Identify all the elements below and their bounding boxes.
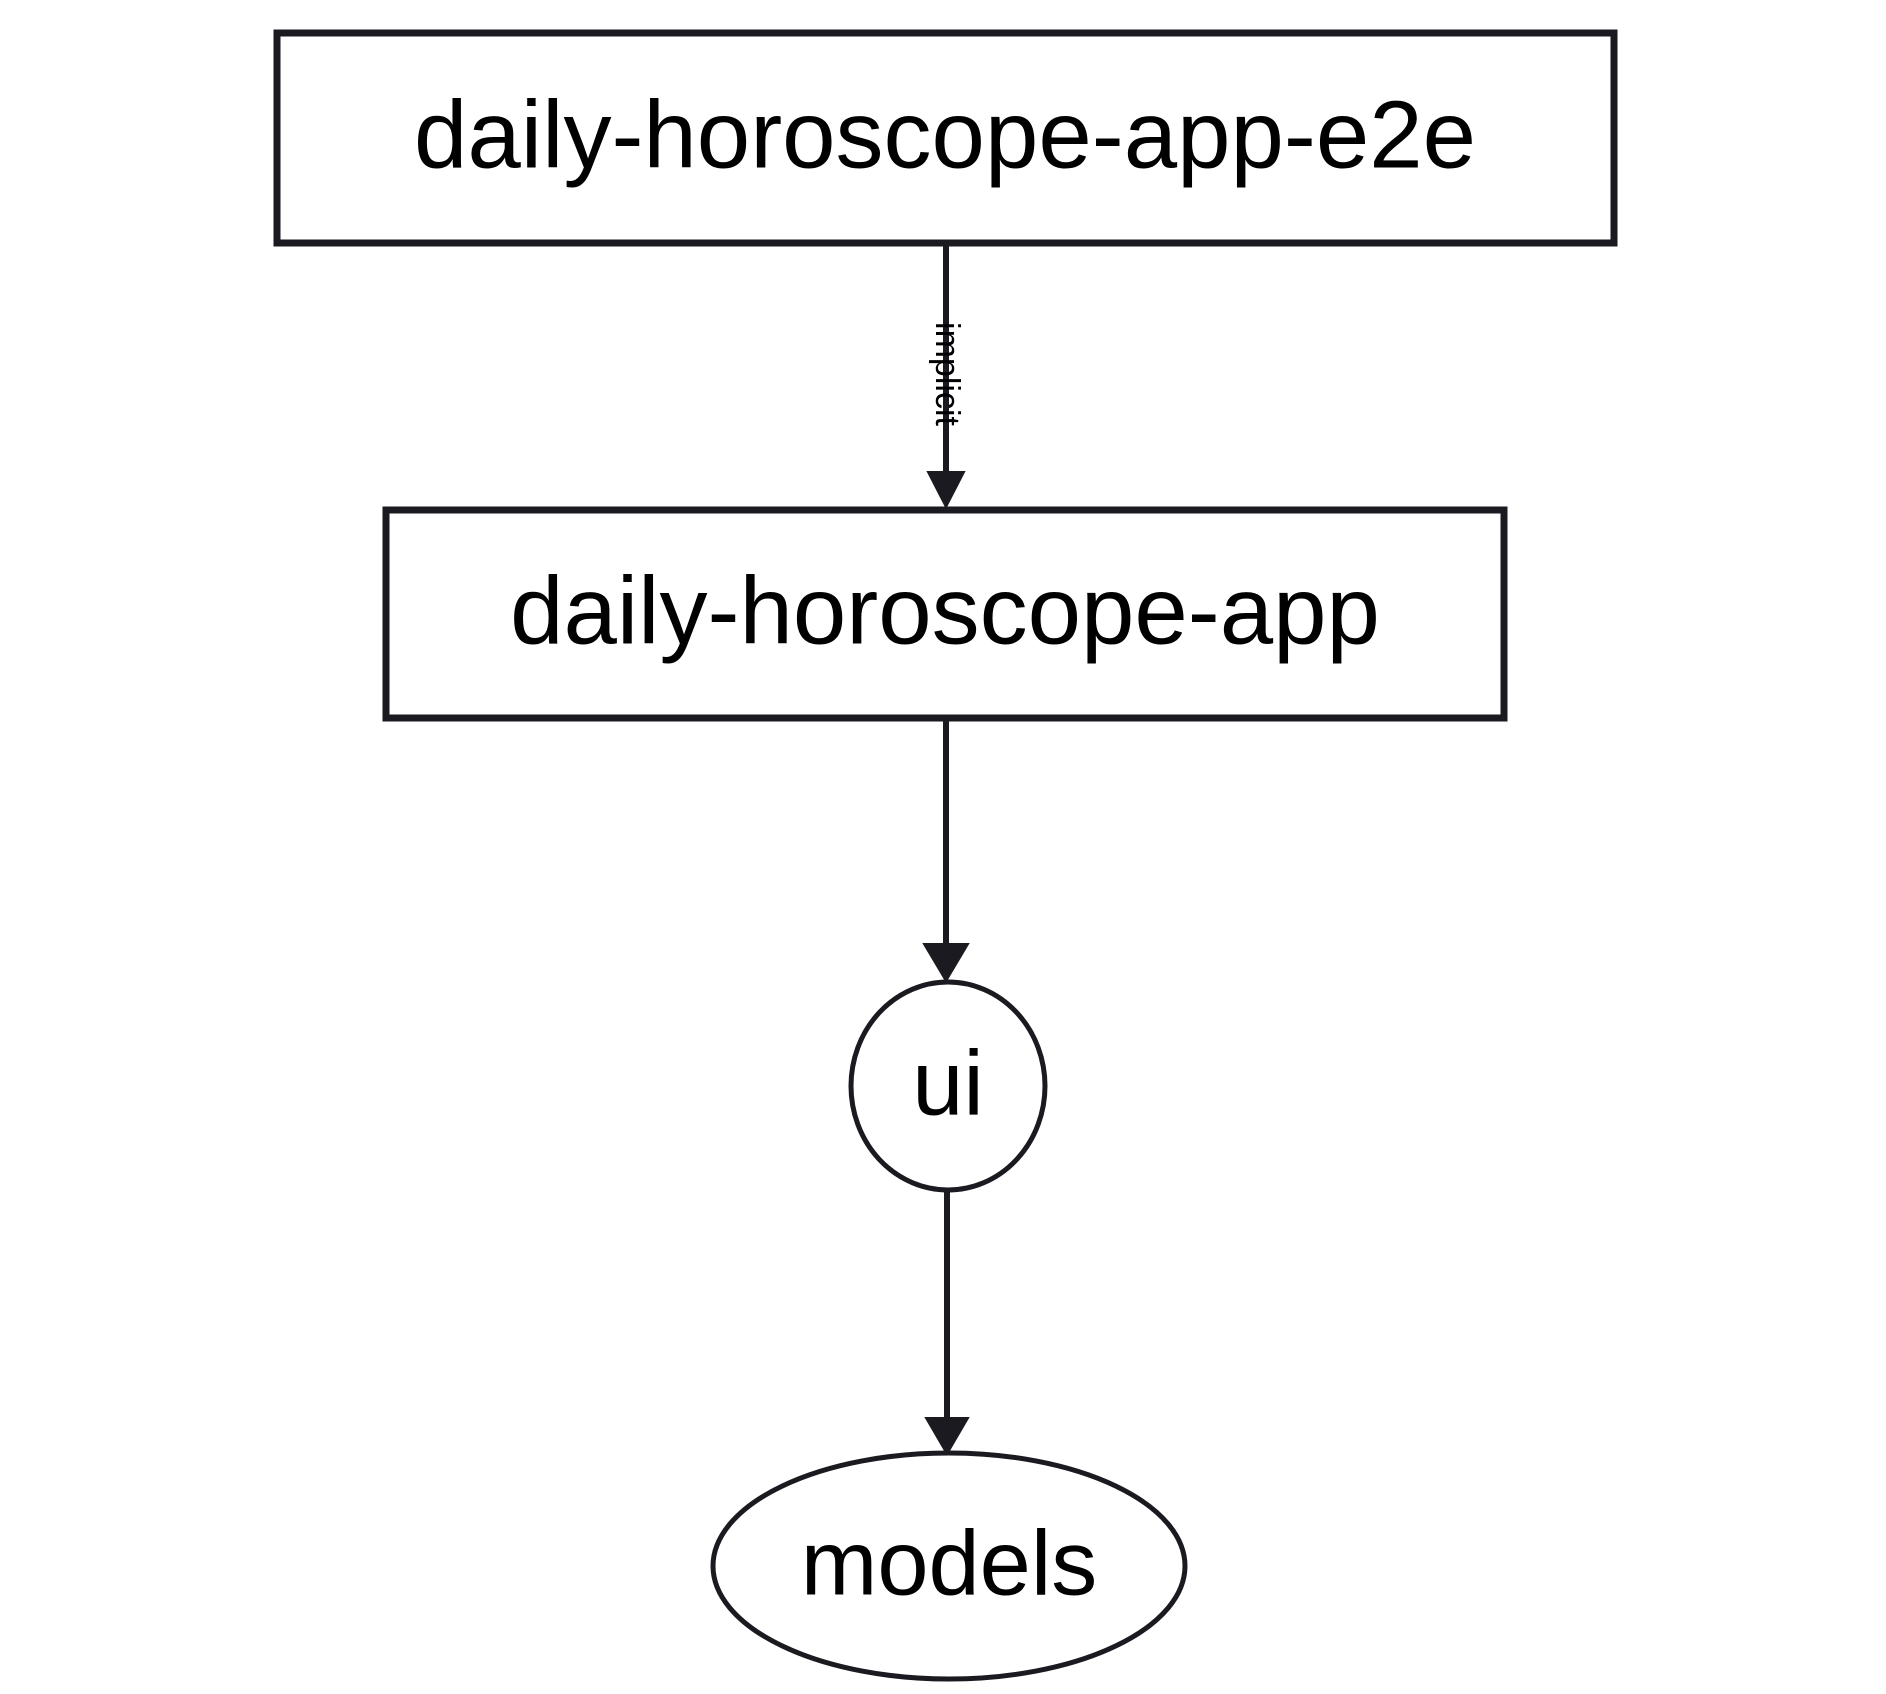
node-ellipse[interactable] [848, 979, 1048, 1193]
node-label: ui [912, 1032, 984, 1134]
arrowhead-icon [924, 1417, 970, 1456]
node-label: models [801, 1512, 1098, 1614]
node-ui[interactable]: ui [848, 979, 1048, 1193]
node-label: daily-horoscope-app [510, 557, 1380, 664]
node-models[interactable]: models [710, 1450, 1188, 1682]
edge-label-implicit: implicit [928, 322, 966, 426]
arrowhead-icon [926, 471, 966, 510]
edge-app-to-ui [922, 720, 970, 983]
arrowhead-icon [922, 943, 970, 983]
node-daily-horoscope-app[interactable]: daily-horoscope-app [382, 506, 1508, 722]
edge-e2e-to-app: implicit [926, 246, 966, 510]
node-ellipse[interactable] [710, 1450, 1188, 1682]
node-rect[interactable] [273, 29, 1618, 247]
edge-ui-to-models [924, 1192, 970, 1456]
node-label: daily-horoscope-app-e2e [414, 81, 1476, 188]
node-daily-horoscope-app-e2e[interactable]: daily-horoscope-app-e2e [273, 29, 1618, 247]
node-rect[interactable] [382, 506, 1508, 722]
